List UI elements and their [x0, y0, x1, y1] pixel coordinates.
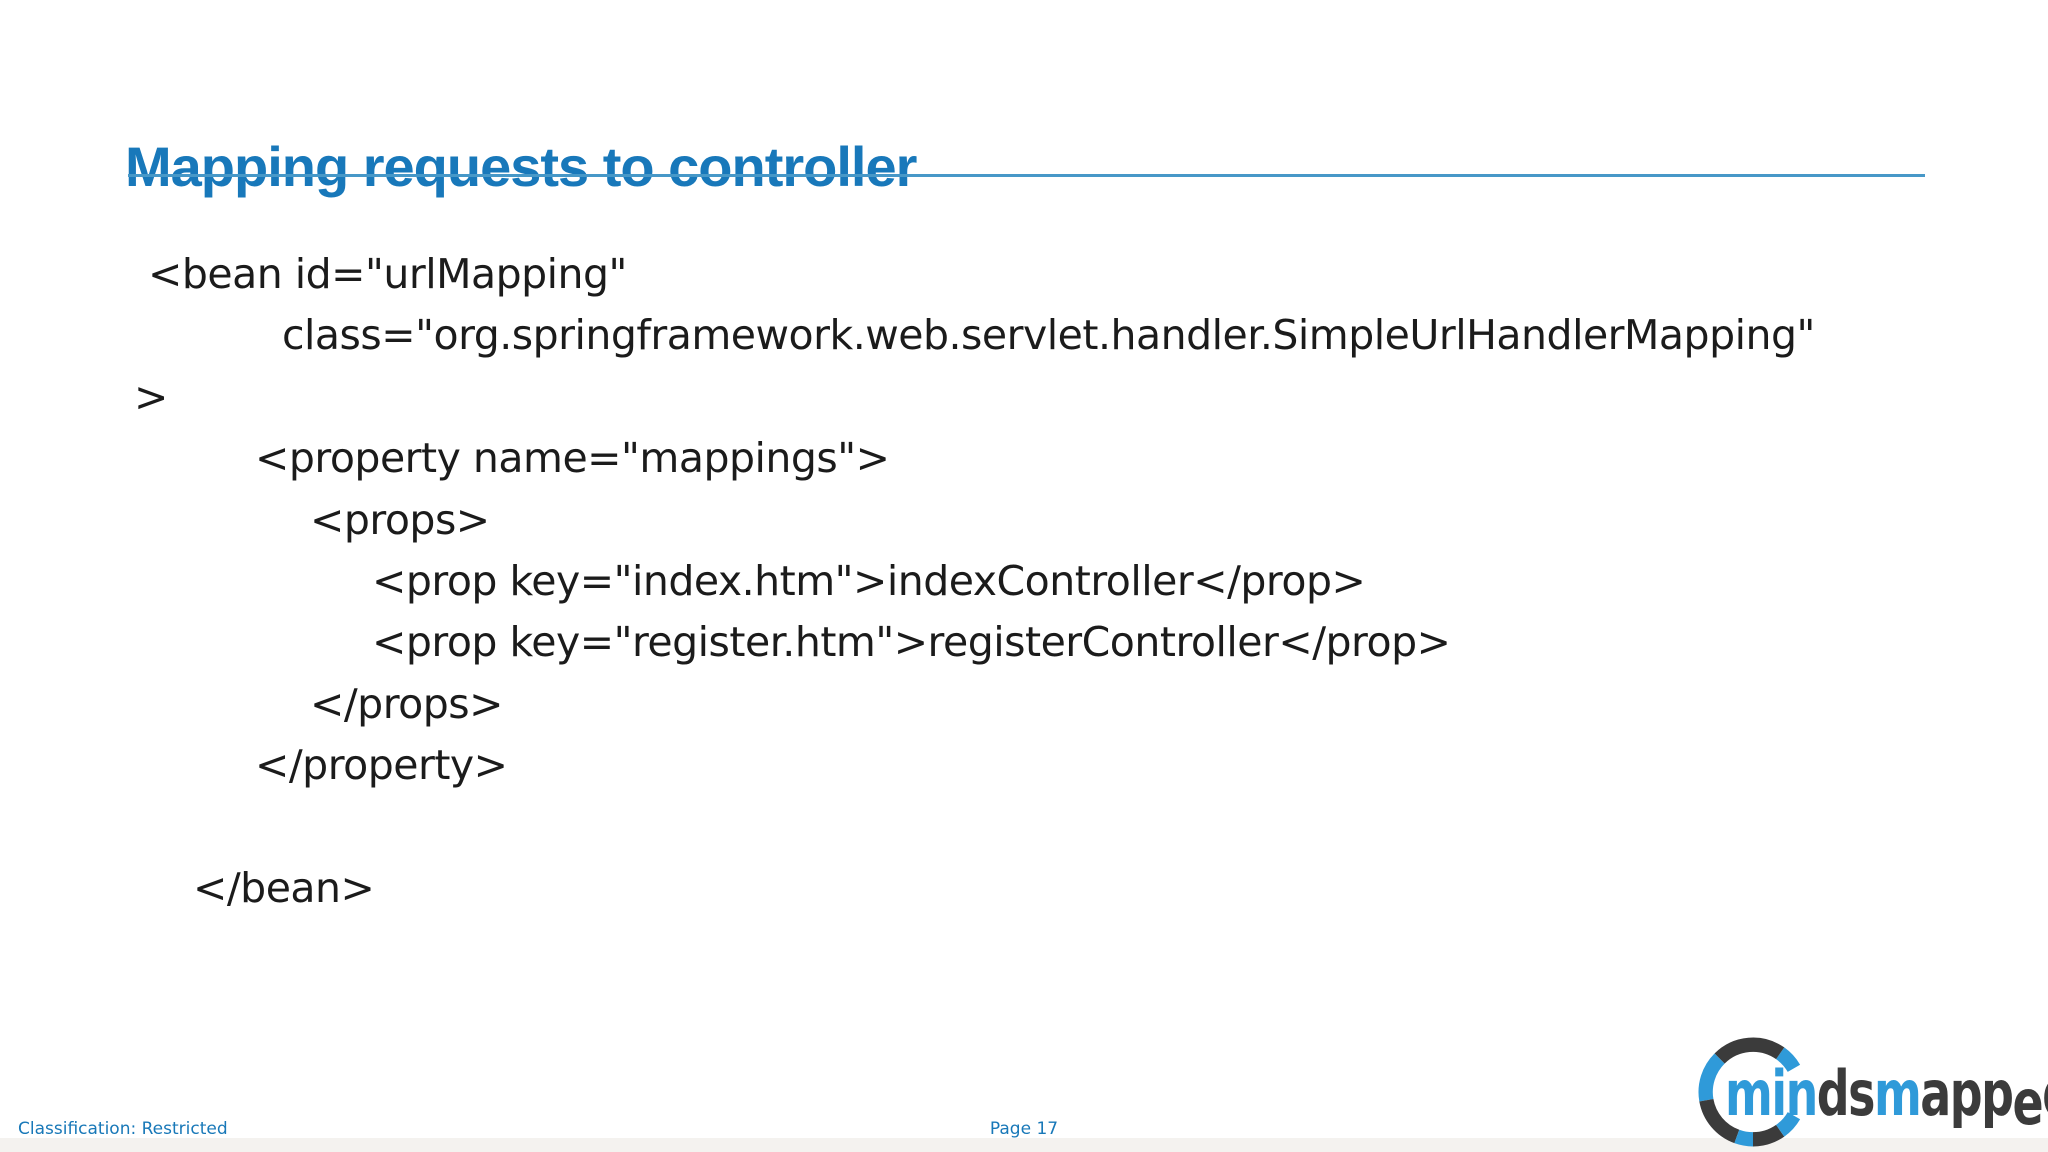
classification-label: Classification: Restricted	[18, 1119, 228, 1139]
footer-strip	[0, 1138, 2048, 1152]
code-line: </property>	[255, 741, 508, 790]
code-line	[0, 797, 2048, 858]
logo-letter-group: app	[1920, 1057, 2014, 1130]
page-title: Mapping requests to controller	[125, 134, 917, 198]
code-line: class="org.springframework.web.servlet.h…	[282, 311, 1815, 360]
code-line: >	[134, 372, 168, 421]
code-line: <prop key="index.htm">indexController</p…	[372, 556, 1366, 605]
code-line: <bean id="urlMapping"	[148, 250, 627, 298]
code-line: <property name="mappings">	[255, 434, 890, 483]
logo-letter-group: e	[2012, 1066, 2044, 1139]
page-number: Page 17	[989, 1119, 1059, 1139]
mindsmapped-logo: mindsmapped	[1695, 1034, 2048, 1152]
logo-letter-group: d	[2042, 1062, 2048, 1126]
code-line: <prop key="register.htm">registerControl…	[372, 618, 1451, 667]
logo-wordmark: mindsmapped	[1725, 1057, 2048, 1135]
xml-code-block: <bean id="urlMapping" class="org.springfr…	[0, 244, 2048, 919]
title-underline	[128, 174, 1925, 177]
logo-letter-group: ds	[1816, 1057, 1876, 1130]
code-line: <props>	[310, 495, 490, 544]
code-line: </bean>	[193, 863, 375, 912]
logo-letter-group: m	[1873, 1057, 1922, 1130]
logo-circle-icon	[1698, 1037, 1801, 1147]
logo-letter-group: min	[1725, 1057, 1818, 1130]
code-line: </props>	[310, 679, 503, 728]
